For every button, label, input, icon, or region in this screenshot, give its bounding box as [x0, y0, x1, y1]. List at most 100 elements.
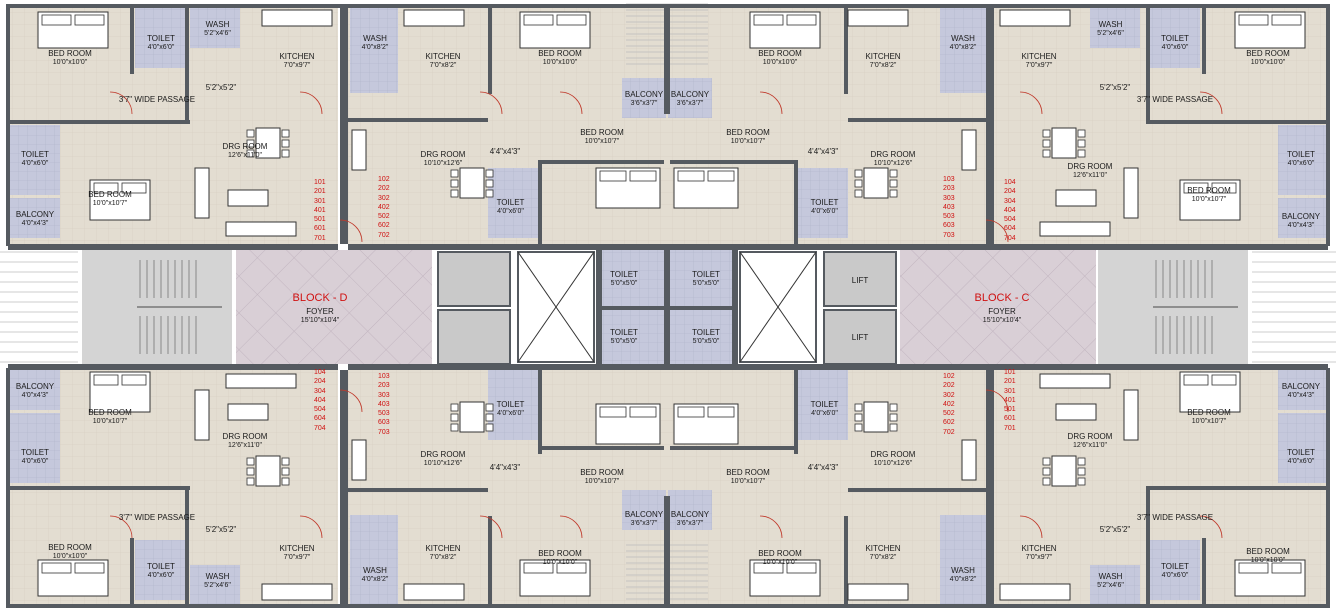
wall-48: [596, 250, 602, 364]
room-label: 4'4"x4'3": [798, 146, 848, 156]
room-name: KITCHEN: [279, 544, 315, 553]
room-dimension: 5'2"x4'6": [1097, 582, 1124, 589]
flat-number: 603: [943, 222, 955, 230]
room-dimension: 7'0"x9'7": [1025, 554, 1053, 561]
room-name: BED ROOM: [48, 49, 92, 58]
wet-area-13: [1150, 8, 1200, 68]
room-name: KITCHEN: [425, 52, 461, 61]
dining-set-5-chair-l-1: [450, 413, 459, 422]
bed-1-pillow-b: [556, 14, 587, 26]
room-dimension: 10'0"x10'0": [542, 59, 578, 66]
room-name: BED ROOM: [1246, 49, 1290, 58]
room-dimension: 7'0"x9'7": [283, 554, 311, 561]
room-name: BED ROOM: [758, 49, 802, 58]
flat-number: 501: [314, 216, 326, 224]
sofa-14: [227, 403, 269, 421]
room-name: WASH: [1098, 20, 1123, 29]
sofa-12: [227, 189, 269, 207]
room-name: DRG ROOM: [1067, 432, 1113, 441]
room-dimension: 4'0"x6'0": [1287, 160, 1315, 167]
door-swing-3: [559, 91, 583, 115]
room-dimension: 10'0"x10'0": [762, 559, 798, 566]
wall-9: [988, 244, 1328, 250]
flat-number: 401: [1004, 396, 1016, 404]
room-dimension: 10'0"x10'0": [52, 553, 88, 560]
dining-set-3-chair-r-2: [1077, 149, 1086, 158]
flat-number: 201: [1004, 378, 1016, 386]
room-label: 5'2"x5'2": [1090, 82, 1140, 92]
wall-16: [986, 4, 994, 244]
dining-set-2-chair-r-2: [889, 189, 898, 198]
sofa-4: [1039, 221, 1111, 237]
dining-set-4-chair-r-0: [281, 457, 290, 466]
bed-5-pillow-a: [1183, 182, 1209, 194]
wall-19: [664, 496, 670, 606]
flat-number: 704: [314, 424, 326, 432]
room-name: BED ROOM: [758, 549, 802, 558]
flat-number: 103: [943, 176, 955, 183]
door-swing-10: [559, 515, 583, 539]
bed-13-pillow-a: [677, 170, 705, 182]
room-name: KITCHEN: [279, 52, 315, 61]
dining-set-4: [255, 455, 281, 487]
room-name: TOILET: [496, 400, 525, 409]
room-name: DRG ROOM: [870, 450, 916, 459]
room-name: 4'4"x4'3": [489, 462, 521, 472]
flat-number: 303: [378, 391, 390, 399]
flat-number: 601: [1004, 415, 1016, 423]
wet-area-4: [10, 198, 60, 238]
wall-28: [130, 4, 134, 74]
bed-7-pillow-b: [1211, 374, 1237, 386]
sofa-10: [1039, 373, 1111, 389]
room-dimension: 4'0"x6'0": [811, 410, 838, 417]
room-name: DRG ROOM: [870, 150, 916, 159]
sofa-8: [351, 439, 367, 481]
room-name: BED ROOM: [1187, 186, 1231, 195]
bed-1-pillow-a: [523, 14, 554, 26]
room-label: 3'7" WIDE PASSAGE: [119, 508, 195, 526]
room-name: WASH: [205, 20, 230, 29]
room-name: BED ROOM: [538, 549, 582, 558]
flat-number: 503: [378, 410, 390, 418]
sofa-15: [1055, 403, 1097, 421]
wall-45: [348, 488, 488, 492]
room-name: TOILET: [496, 198, 525, 207]
room-name: BALCONY: [1281, 382, 1321, 391]
dining-set-6: [863, 401, 889, 433]
flat-number: 704: [1004, 234, 1016, 242]
room-name: KITCHEN: [865, 544, 901, 553]
bed-15-pillow-a: [677, 406, 705, 418]
flat-number: 502: [943, 410, 955, 418]
dining-set-2-chair-r-1: [889, 179, 898, 188]
room-name: BALCONY: [670, 510, 710, 519]
wall-7: [348, 244, 668, 250]
wall-36: [538, 160, 542, 244]
room-dimension: 3'6"x3'7": [630, 100, 658, 107]
wall-35: [844, 516, 848, 608]
bed-5-pillow-b: [1211, 182, 1237, 194]
room-label: 3'7" WIDE PASSAGE: [1137, 508, 1213, 526]
room-name: WASH: [363, 34, 387, 43]
room-dimension: 10'0"x10'0": [1250, 59, 1286, 66]
door-swing-8: [299, 515, 323, 539]
kitchen-counter-0: [261, 9, 333, 27]
wall-17: [986, 370, 994, 608]
flat-number: 501: [1004, 406, 1016, 414]
door-swing-6: [1199, 91, 1223, 115]
